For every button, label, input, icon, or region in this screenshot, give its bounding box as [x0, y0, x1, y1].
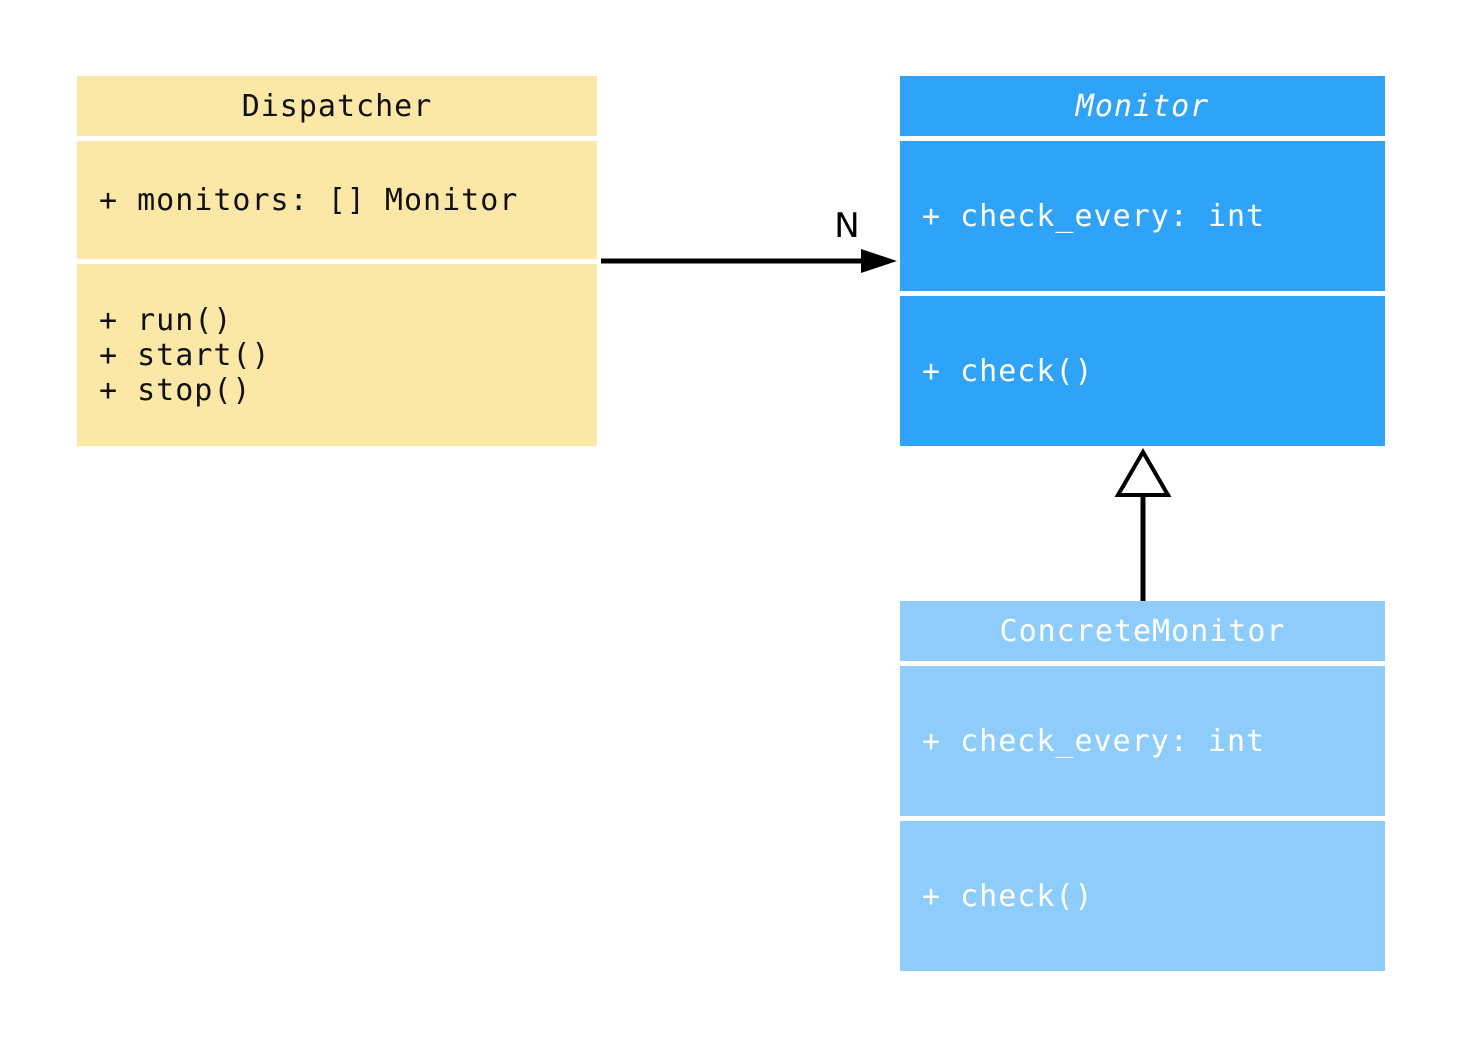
attributes-compartment-monitor: + check_every: int: [900, 141, 1385, 291]
class-box-concrete-monitor: ConcreteMonitor + check_every: int + che…: [900, 601, 1385, 971]
methods-compartment-dispatcher: + run() + start() + stop(): [77, 264, 597, 446]
method-line: + check(): [922, 878, 1094, 914]
filled-arrowhead-icon: [861, 249, 897, 273]
class-title-monitor: Monitor: [900, 76, 1385, 136]
compartment-divider: [900, 291, 1385, 296]
attributes-compartment-dispatcher: + monitors: [] Monitor: [77, 141, 597, 259]
inheritance-arrow-concrete-monitor-monitor: [1114, 448, 1172, 601]
method-line: + check(): [922, 353, 1094, 389]
method-line: + start(): [99, 337, 271, 373]
attributes-compartment-concrete-monitor: + check_every: int: [900, 666, 1385, 816]
association-arrow-dispatcher-monitor: [601, 249, 897, 273]
compartment-divider: [900, 816, 1385, 821]
methods-compartment-monitor: + check(): [900, 296, 1385, 446]
class-title-dispatcher: Dispatcher: [77, 76, 597, 136]
class-title-concrete-monitor: ConcreteMonitor: [900, 601, 1385, 661]
attribute-line: + monitors: [] Monitor: [99, 182, 519, 218]
compartment-divider: [77, 136, 597, 141]
method-line: + run(): [99, 302, 233, 338]
methods-compartment-concrete-monitor: + check(): [900, 821, 1385, 971]
compartment-divider: [77, 259, 597, 264]
hollow-triangle-arrowhead-icon: [1114, 448, 1172, 497]
method-line: + stop(): [99, 372, 252, 408]
compartment-divider: [900, 136, 1385, 141]
class-box-dispatcher: Dispatcher + monitors: [] Monitor + run(…: [77, 76, 597, 446]
attribute-line: + check_every: int: [922, 723, 1266, 759]
association-multiplicity-label: N: [834, 206, 860, 246]
compartment-divider: [900, 661, 1385, 666]
class-box-monitor: Monitor + check_every: int + check(): [900, 76, 1385, 446]
attribute-line: + check_every: int: [922, 198, 1266, 234]
